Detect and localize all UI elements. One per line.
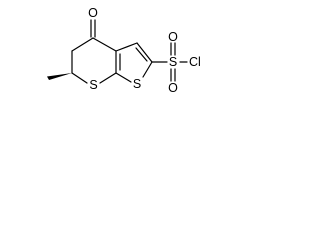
bond-c4-c5 <box>71 37 94 52</box>
ketone-oxygen-label: O <box>88 6 98 20</box>
thiopyran-sulfur-label: S <box>89 78 97 92</box>
ketone-group <box>90 19 96 38</box>
bond-c6-s7 <box>71 72 88 84</box>
bond-c3-c2-inner <box>135 47 148 62</box>
thiopyranone-ring <box>71 37 117 84</box>
sulfonyl-sulfur-label: S <box>169 55 177 69</box>
methyl-wedge-bond <box>47 73 72 80</box>
chlorine-label: Cl <box>189 55 201 69</box>
bond-c3a-c3 <box>115 42 138 52</box>
chemical-structure-diagram: O S S S O O Cl <box>47 6 201 95</box>
thiophene-ring <box>115 42 153 83</box>
bond-s7-c7a <box>99 72 117 84</box>
bond-c3-c2 <box>136 42 153 63</box>
sulfonyl-chloride-group <box>151 42 188 82</box>
bond-c2-s1 <box>142 61 153 78</box>
sulfonyl-oxygen-bottom-label: O <box>168 81 178 95</box>
thiophene-sulfur-label: S <box>133 77 141 91</box>
bond-s1-c7a <box>115 72 132 83</box>
bond-c3a-c4 <box>92 37 117 52</box>
sulfonyl-oxygen-top-label: O <box>168 30 178 44</box>
